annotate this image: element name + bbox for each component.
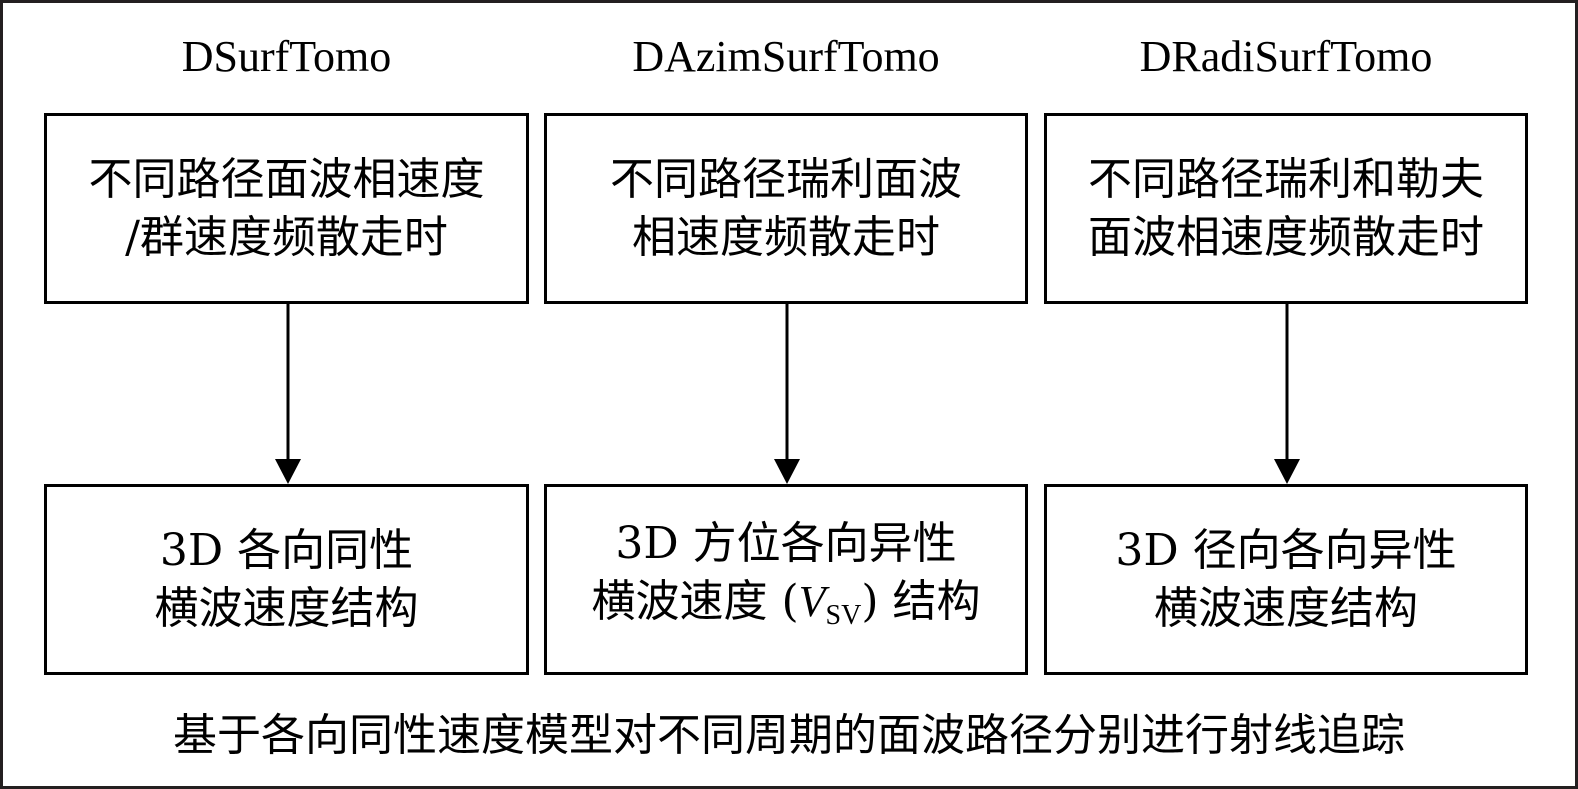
ray-tracing-caption: 基于各向同性速度模型对不同周期的面波路径分别进行射线追踪 — [173, 710, 1405, 761]
dazimsurftomo-title: DAzimSurfTomo — [632, 32, 940, 81]
dradisurftomo-input-box: 不同路径瑞利和勒夫 面波相速度频散走时 — [1044, 113, 1528, 304]
dradisurftomo-output-box: 3D 径向各向异性 横波速度结构 — [1044, 484, 1528, 675]
arrow-dradisurftomo — [1274, 304, 1300, 484]
dsurftomo-input-box: 不同路径面波相速度 /群速度频散走时 — [44, 113, 529, 304]
dsurftomo-title: DSurfTomo — [181, 32, 392, 81]
flow-arrows — [275, 304, 1300, 484]
dsurftomo-input-line-1: 不同路径面波相速度 — [88, 153, 485, 205]
output-line-2-suffix: ) 结构 — [861, 575, 981, 627]
arrow-dsurftomo — [275, 304, 301, 484]
output-line-2-prefix: 横波速度 ( — [591, 575, 799, 627]
dsurftomo-output-line-1: 3D 各向同性 — [159, 524, 414, 576]
velocity-symbol: V — [798, 576, 826, 626]
dradisurftomo-output-line-2: 横波速度结构 — [1154, 582, 1418, 634]
dazimsurftomo-output-line-1: 3D 方位各向异性 — [615, 517, 957, 569]
dradisurftomo-output-line-1: 3D 径向各向异性 — [1115, 524, 1457, 576]
dazimsurftomo-output-box: 3D 方位各向异性 横波速度 (VSV) 结构 — [544, 484, 1028, 675]
dsurftomo-output-box: 3D 各向同性 横波速度结构 — [44, 484, 529, 675]
dsurftomo-output-line-2: 横波速度结构 — [154, 582, 419, 634]
dradisurftomo-title: DRadiSurfTomo — [1139, 32, 1433, 81]
dradisurftomo-input-line-2: 面波相速度频散走时 — [1088, 211, 1484, 263]
arrow-dazimsurftomo — [774, 304, 800, 484]
dazimsurftomo-output-line-2: 横波速度 (VSV) 结构 — [592, 573, 981, 645]
dradisurftomo-input-line-1: 不同路径瑞利和勒夫 — [1088, 153, 1484, 205]
dazimsurftomo-input-line-1: 不同路径瑞利面波 — [610, 153, 962, 205]
dazimsurftomo-input-box: 不同路径瑞利面波 相速度频散走时 — [544, 113, 1028, 304]
velocity-subscript: SV — [825, 599, 862, 631]
dsurftomo-input-line-2: /群速度频散走时 — [125, 211, 448, 263]
dazimsurftomo-input-line-2: 相速度频散走时 — [632, 211, 940, 263]
